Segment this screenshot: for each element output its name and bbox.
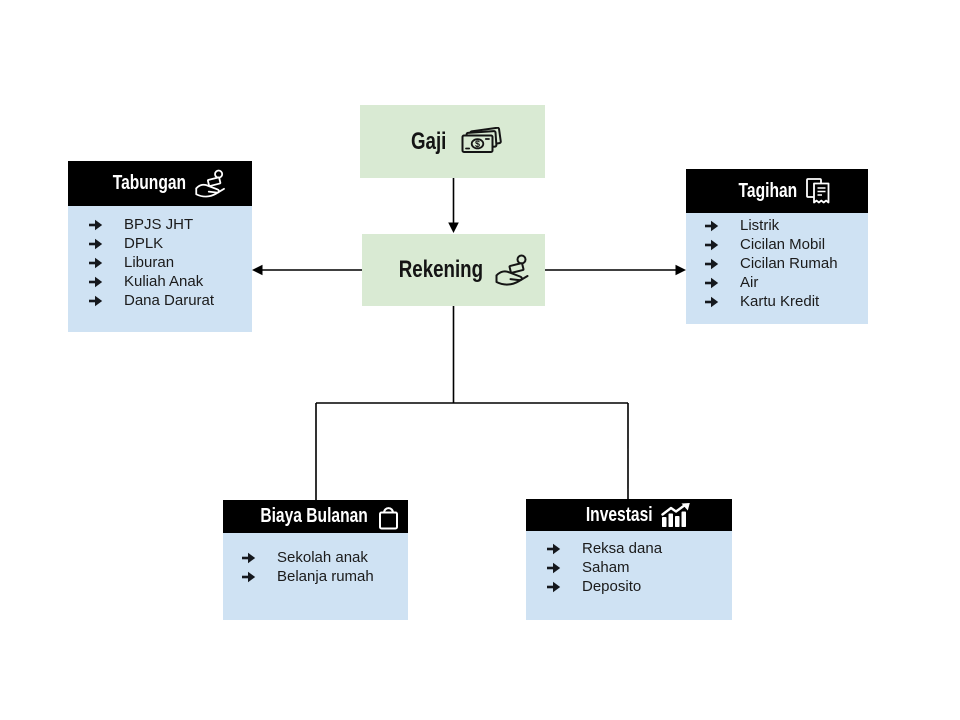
node-rekening: Rekening — [362, 234, 545, 306]
list-item: Cicilan Rumah — [704, 254, 868, 273]
arrowhead-down-icon — [448, 222, 459, 233]
arrow-right-bullet-icon — [88, 295, 124, 307]
node-investasi: Investasi Reksa dana — [526, 499, 732, 620]
list-item: Sekolah anak — [241, 548, 408, 567]
list-item: Reksa dana — [546, 539, 732, 558]
list-item: Dana Darurat — [88, 291, 252, 310]
arrow-right-bullet-icon — [241, 571, 277, 583]
tagihan-header: Tagihan — [686, 169, 868, 213]
biaya-bulanan-list: Sekolah anak Belanja rumah — [223, 533, 408, 620]
list-item: DPLK — [88, 234, 252, 253]
investasi-title: Investasi — [585, 503, 653, 526]
arrow-right-bullet-icon — [88, 276, 124, 288]
arrowhead-left-icon — [252, 264, 263, 276]
shopping-bag-icon — [376, 503, 401, 531]
tabungan-list: BPJS JHT DPLK Liburan Kuliah Anak Dana D… — [68, 206, 252, 332]
list-item: Deposito — [546, 577, 732, 596]
list-item: Kartu Kredit — [704, 292, 868, 311]
biaya-bulanan-header: Biaya Bulanan — [223, 500, 408, 533]
list-item: Saham — [546, 558, 732, 577]
arrow-right-bullet-icon — [546, 562, 582, 574]
arrow-right-bullet-icon — [704, 296, 740, 308]
investasi-list: Reksa dana Saham Deposito — [526, 531, 732, 620]
receipt-icon — [805, 177, 832, 206]
arrow-right-bullet-icon — [88, 257, 124, 269]
node-biaya-bulanan: Biaya Bulanan Sekolah anak Belanja rumah — [223, 500, 408, 620]
arrow-right-bullet-icon — [88, 238, 124, 250]
banknotes-icon: $ — [458, 126, 504, 157]
arrow-right-bullet-icon — [704, 277, 740, 289]
list-item: Kuliah Anak — [88, 272, 252, 291]
arrow-right-bullet-icon — [704, 258, 740, 270]
svg-text:$: $ — [475, 139, 480, 149]
investasi-header: Investasi — [526, 499, 732, 531]
list-item: Cicilan Mobil — [704, 235, 868, 254]
gaji-label: Gaji — [411, 127, 447, 155]
connector-rekening-branches — [315, 306, 629, 500]
list-item: Belanja rumah — [241, 567, 408, 586]
list-item: Air — [704, 273, 868, 292]
node-tabungan: Tabungan BPJS JHT DPLK — [68, 161, 252, 332]
list-item: Listrik — [704, 216, 868, 235]
arrowhead-right-icon — [675, 264, 686, 276]
arrow-right-bullet-icon — [546, 543, 582, 555]
node-tagihan: Tagihan Listrik Cicilan Mobil — [686, 169, 868, 324]
hand-money-icon — [194, 169, 228, 198]
arrow-right-bullet-icon — [704, 220, 740, 232]
list-item: BPJS JHT — [88, 215, 252, 234]
hand-money-icon — [494, 254, 532, 286]
tabungan-header: Tabungan — [68, 161, 252, 206]
arrow-right-bullet-icon — [704, 239, 740, 251]
rekening-label: Rekening — [398, 256, 484, 283]
tagihan-list: Listrik Cicilan Mobil Cicilan Rumah Air … — [686, 213, 868, 324]
arrow-right-bullet-icon — [88, 219, 124, 231]
tabungan-title: Tabungan — [112, 172, 187, 194]
node-gaji: Gaji $ — [360, 105, 545, 178]
tagihan-title: Tagihan — [738, 179, 798, 202]
biaya-bulanan-title: Biaya Bulanan — [260, 505, 368, 527]
arrow-right-bullet-icon — [241, 552, 277, 564]
chart-up-icon — [660, 502, 691, 528]
arrow-right-bullet-icon — [546, 581, 582, 593]
list-item: Liburan — [88, 253, 252, 272]
